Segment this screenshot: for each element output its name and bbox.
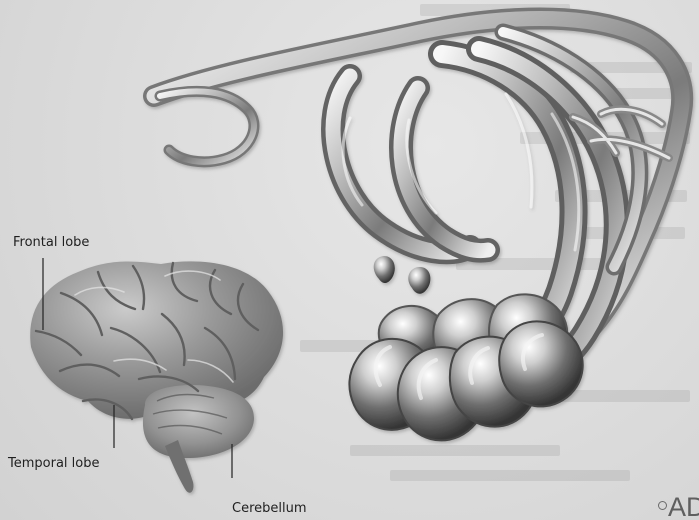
logo-text: AD <box>668 494 699 520</box>
logo-mark-icon <box>658 501 667 510</box>
publisher-logo: AD <box>658 494 699 520</box>
cerebellum-label: Cerebellum <box>232 502 307 515</box>
frontal-lobe-label: Frontal lobe <box>13 236 89 249</box>
temporal-lobe-label: Temporal lobe <box>8 457 99 470</box>
